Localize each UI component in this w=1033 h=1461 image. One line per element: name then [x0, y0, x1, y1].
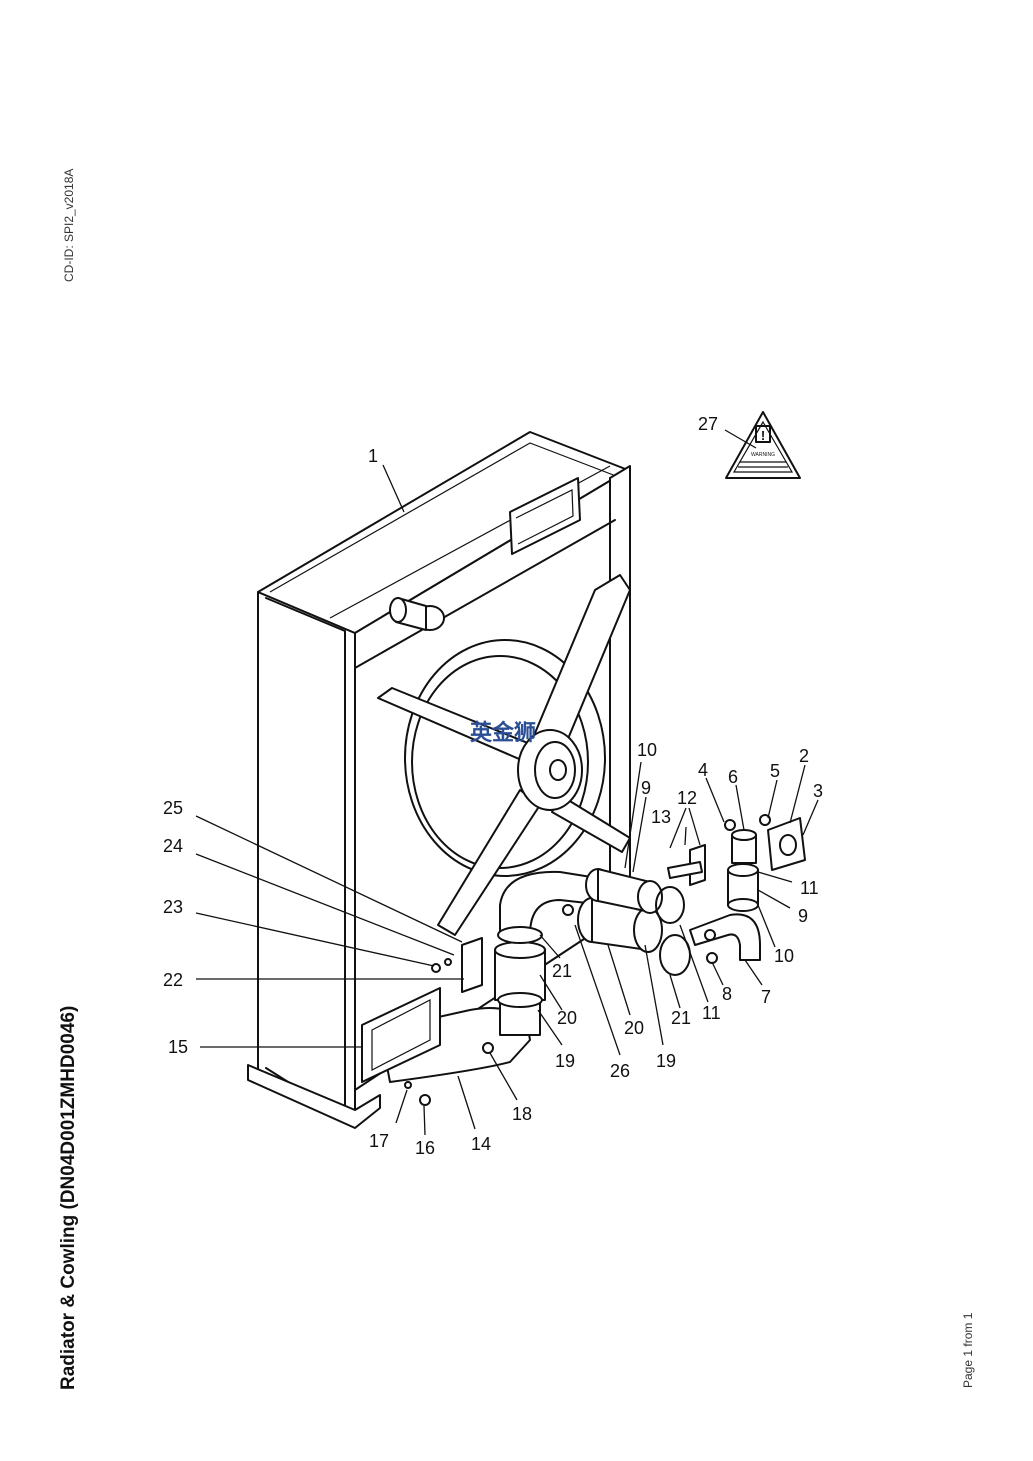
callout-4: 4 — [698, 760, 708, 780]
callout-8: 8 — [722, 984, 732, 1004]
callout-27: 27 — [698, 414, 718, 434]
callout-19-center: 19 — [656, 1051, 676, 1071]
exclamation-icon: ! — [761, 428, 765, 443]
warning-heading: WARNING — [751, 452, 775, 458]
callout-15: 15 — [168, 1037, 188, 1057]
callout-11-right: 11 — [800, 878, 819, 898]
callout-10-left: 10 — [637, 740, 657, 760]
callout-18: 18 — [512, 1104, 532, 1124]
callout-20-center: 20 — [624, 1018, 644, 1038]
callout-22: 22 — [163, 970, 183, 990]
radiator-assembly — [247, 431, 631, 1129]
callout-9-right: 9 — [798, 906, 808, 926]
callout-19-left: 19 — [555, 1051, 575, 1071]
callout-9-left: 9 — [641, 778, 651, 798]
callout-11-lower: 11 — [702, 1003, 721, 1023]
callout-17: 17 — [369, 1131, 389, 1151]
callout-labels: 1 2 3 4 5 6 7 8 9 9 10 10 11 11 12 13 14… — [163, 414, 823, 1158]
leader-lines — [195, 429, 819, 1136]
callout-21-left: 21 — [552, 961, 572, 981]
callout-10-right: 10 — [774, 946, 794, 966]
watermark-text: 英金狮 — [470, 720, 536, 746]
callout-25: 25 — [163, 798, 183, 818]
callout-24: 24 — [163, 836, 183, 856]
callout-23: 23 — [163, 897, 183, 917]
callout-3: 3 — [813, 781, 823, 801]
callout-16: 16 — [415, 1138, 435, 1158]
callout-5: 5 — [770, 761, 780, 781]
callout-2: 2 — [799, 746, 809, 766]
warning-decal: ! WARNING — [725, 411, 801, 479]
hoses-and-pipes — [361, 814, 806, 1106]
callout-7: 7 — [761, 987, 771, 1007]
callout-13: 13 — [651, 807, 671, 827]
callout-14: 14 — [471, 1134, 491, 1154]
callout-21-center: 21 — [671, 1008, 691, 1028]
callout-1: 1 — [368, 446, 378, 466]
callout-12: 12 — [677, 788, 697, 808]
callout-6: 6 — [728, 767, 738, 787]
callout-20-left: 20 — [557, 1008, 577, 1028]
callout-26: 26 — [610, 1061, 630, 1081]
